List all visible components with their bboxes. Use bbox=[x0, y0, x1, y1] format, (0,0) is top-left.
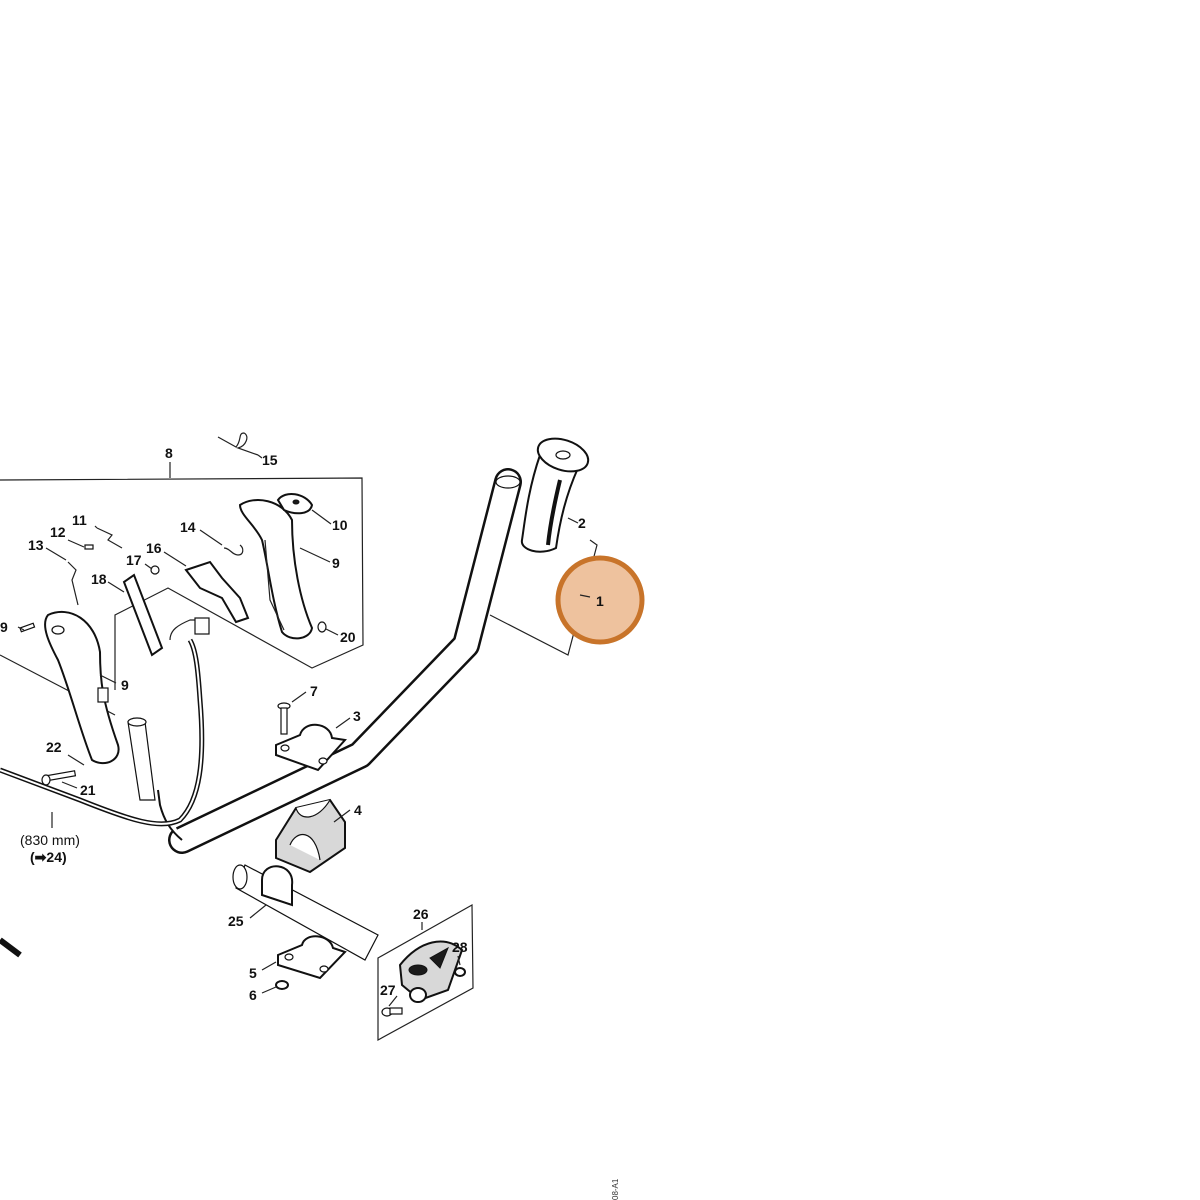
label-part-7: 7 bbox=[310, 683, 318, 699]
label-part-1: 1 bbox=[596, 593, 604, 609]
part-1-highlight bbox=[555, 555, 645, 645]
washer-part-28 bbox=[454, 967, 466, 977]
tube-part-25 bbox=[232, 864, 379, 961]
grip-part-2 bbox=[520, 437, 590, 553]
spring-part-14 bbox=[223, 544, 244, 556]
screw-part-9-left bbox=[19, 622, 36, 633]
cable-reference: (➡24) bbox=[30, 849, 67, 865]
label-part-20: 20 bbox=[340, 629, 356, 645]
housing-part-9-right bbox=[238, 499, 314, 640]
clamp-part-5 bbox=[277, 935, 347, 980]
cable-ref-part: 24 bbox=[46, 849, 62, 865]
label-part-3: 3 bbox=[353, 708, 361, 724]
leader-lines bbox=[17, 454, 591, 1007]
handlebar-tube bbox=[157, 468, 522, 854]
clamp-part-3 bbox=[275, 723, 347, 772]
label-part-16: 16 bbox=[146, 540, 162, 556]
label-part-26: 26 bbox=[413, 906, 429, 922]
rod-part-13 bbox=[67, 561, 79, 606]
label-part-22: 22 bbox=[46, 739, 62, 755]
label-part-2: 2 bbox=[578, 515, 586, 531]
label-part-9-left: 9 bbox=[0, 619, 8, 635]
arrow-right-icon: ➡ bbox=[35, 849, 47, 865]
drawing-code: 08-A1 bbox=[611, 1178, 620, 1200]
label-part-18: 18 bbox=[91, 571, 107, 587]
label-part-10: 10 bbox=[332, 517, 348, 533]
label-part-25: 25 bbox=[228, 913, 244, 929]
trigger-part-16 bbox=[184, 560, 250, 624]
control-handle-part-9 bbox=[44, 610, 120, 765]
label-part-13: 13 bbox=[28, 537, 44, 553]
housing-part-26 bbox=[398, 940, 464, 1003]
label-part-8: 8 bbox=[165, 445, 173, 461]
label-part-17: 17 bbox=[126, 552, 142, 568]
pin-part-20 bbox=[317, 621, 327, 633]
label-part-21: 21 bbox=[80, 782, 96, 798]
cable-length-label: (830 mm) bbox=[20, 832, 80, 848]
label-part-15: 15 bbox=[262, 452, 278, 468]
spring-part-11 bbox=[96, 527, 123, 549]
part-26-group-outline bbox=[377, 903, 474, 1042]
label-part-6: 6 bbox=[249, 987, 257, 1003]
nut-part-6 bbox=[275, 980, 289, 990]
label-part-4: 4 bbox=[354, 802, 362, 818]
handle-support-part-4 bbox=[275, 798, 346, 874]
lever-part-18 bbox=[122, 573, 164, 657]
label-part-14: 14 bbox=[180, 519, 196, 535]
label-part-11: 11 bbox=[72, 512, 87, 528]
screw-part-12 bbox=[84, 544, 94, 550]
spring-part-15 bbox=[217, 432, 259, 456]
label-part-9-handle: 9 bbox=[121, 677, 129, 693]
label-part-27: 27 bbox=[380, 982, 396, 998]
label-part-12: 12 bbox=[50, 524, 66, 540]
cap-part-10 bbox=[276, 493, 314, 515]
connector-part-17 bbox=[150, 565, 210, 641]
label-part-9-right: 9 bbox=[332, 555, 340, 571]
label-part-5: 5 bbox=[249, 965, 257, 981]
part-labels: 1 2 3 4 5 6 7 8 9 9 9 10 11 12 13 14 15 … bbox=[0, 445, 620, 1200]
screw-part-7 bbox=[277, 702, 291, 735]
label-part-28: 28 bbox=[452, 939, 468, 955]
short-tube bbox=[127, 717, 156, 801]
screw-part-27 bbox=[381, 1007, 403, 1017]
pin-part-21 bbox=[41, 770, 77, 786]
throttle-cable bbox=[0, 638, 205, 958]
